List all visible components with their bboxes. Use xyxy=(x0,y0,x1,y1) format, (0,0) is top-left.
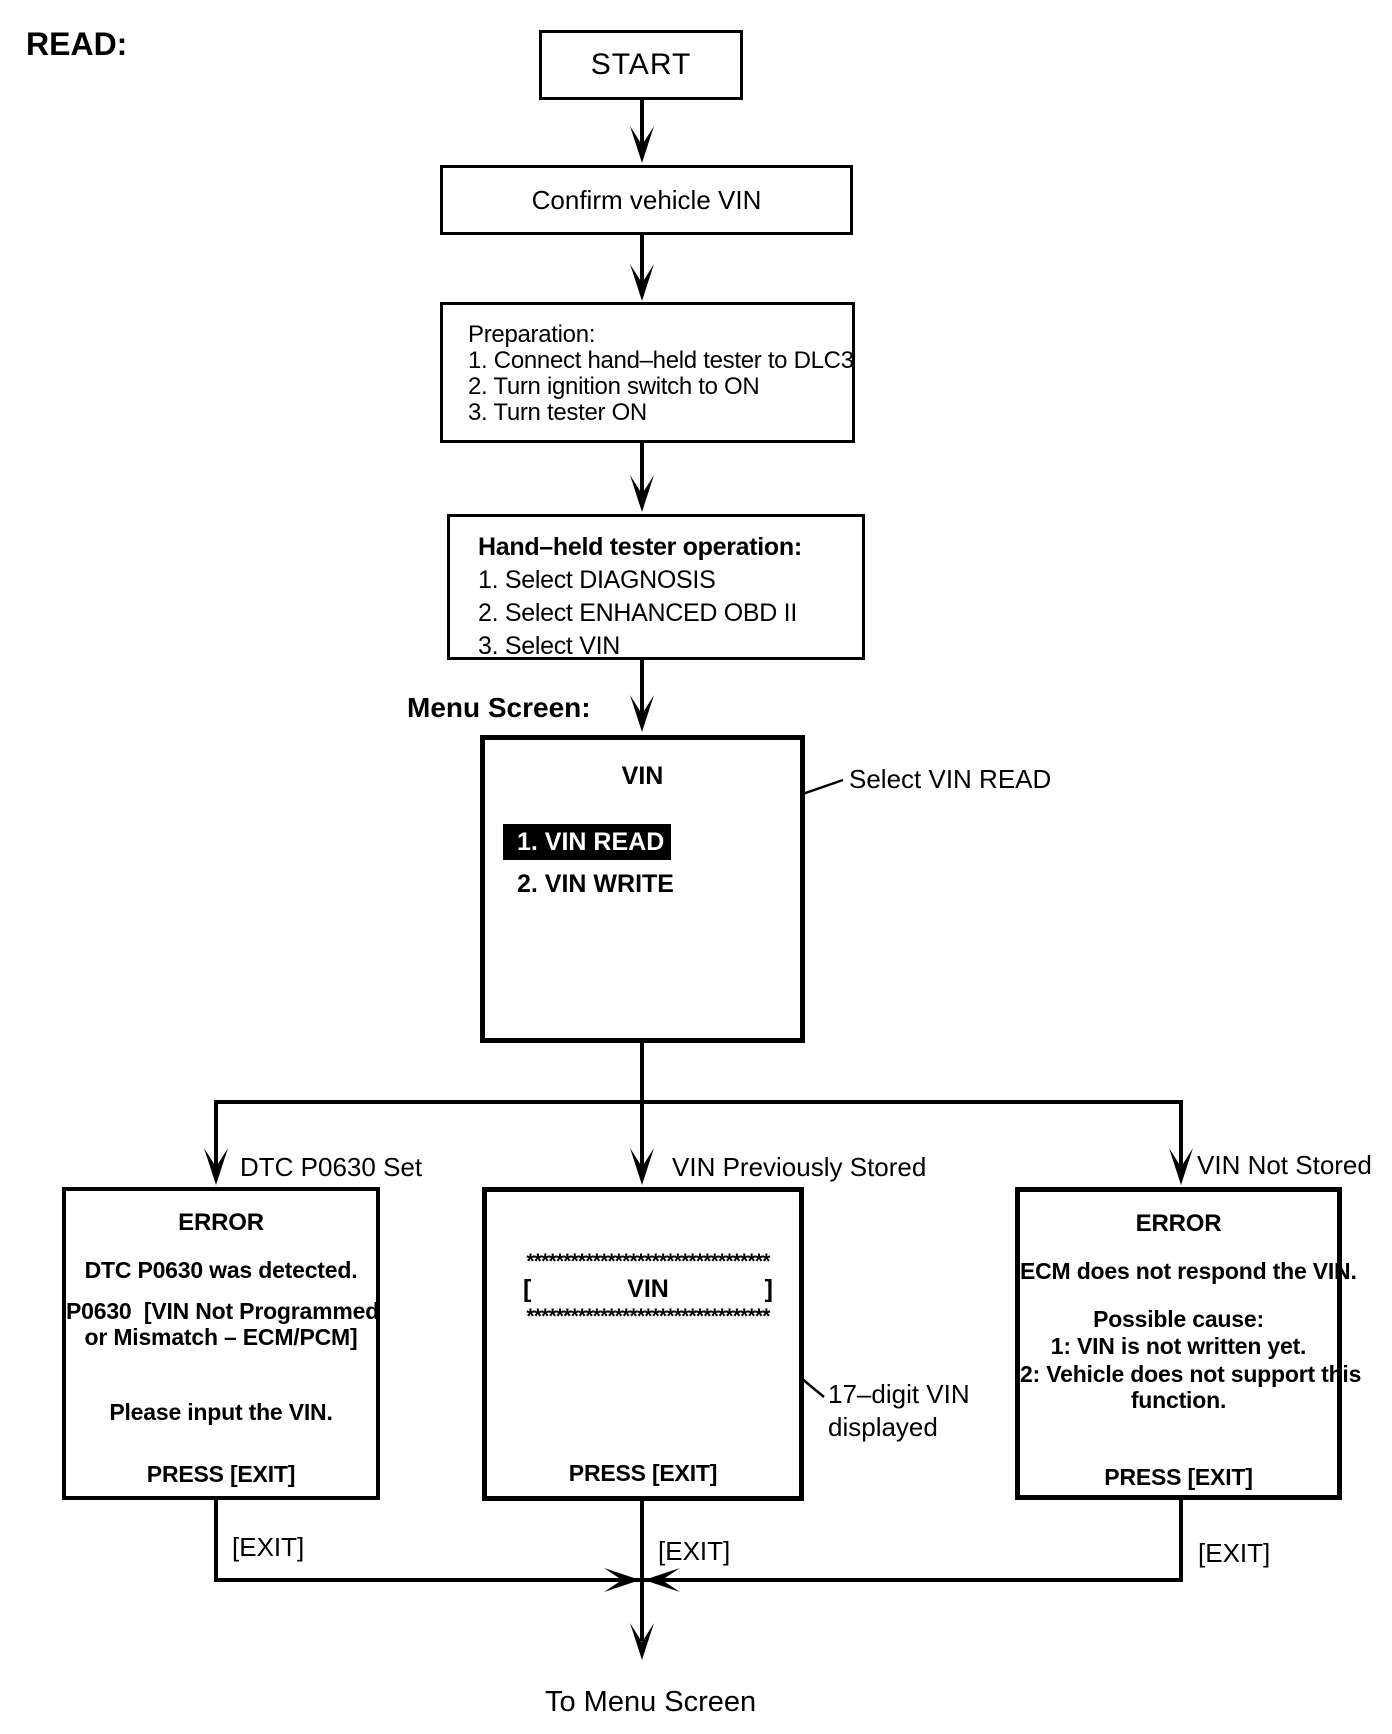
press-exit-label: PRESS [EXIT] xyxy=(568,1460,718,1486)
press-exit-label: PRESS [EXIT] xyxy=(146,1461,296,1487)
error-line: 1: VIN is not written yet. xyxy=(1050,1333,1307,1359)
error-line: Please input the VIN. xyxy=(109,1399,333,1425)
error-line: or Mismatch – ECM/PCM] xyxy=(84,1324,358,1350)
asterisk-row: ********************************* xyxy=(526,1250,770,1273)
start-node: START xyxy=(539,30,743,100)
tester-operation-title: Hand–held tester operation: xyxy=(478,533,802,561)
branch-label-vin-not-stored: VIN Not Stored xyxy=(1197,1150,1372,1180)
error-dtc-p0630-box: ERROR DTC P0630 was detected. P0630 [VIN… xyxy=(62,1187,380,1500)
vin-displayed-box: ********************************* [ VIN … xyxy=(482,1187,804,1501)
preparation-step: 2. Turn ignition switch to ON xyxy=(468,373,760,400)
error-line: ECM does not respond the VIN. xyxy=(1020,1258,1357,1284)
confirm-vin-node: Confirm vehicle VIN xyxy=(440,165,853,235)
tester-operation-step: 3. Select VIN xyxy=(478,632,620,660)
bracket-open: [ xyxy=(523,1275,532,1303)
menu-item-vin-read: 1. VIN READ xyxy=(503,824,671,860)
error-ecm-no-response-box: ERROR ECM does not respond the VIN. Poss… xyxy=(1015,1187,1362,1500)
menu-item-vin-write: 2. VIN WRITE xyxy=(517,870,674,898)
vin-digits-callout-line: 17–digit VIN xyxy=(828,1379,970,1409)
vin-display-row: [ VIN ] xyxy=(523,1275,773,1304)
preparation-title: Preparation: xyxy=(468,321,596,348)
error-line: Possible cause: xyxy=(1093,1306,1264,1332)
tester-operation-step: 1. Select DIAGNOSIS xyxy=(478,566,716,594)
press-exit-label: PRESS [EXIT] xyxy=(1104,1464,1253,1490)
vin-digits-callout: 17–digit VIN displayed xyxy=(828,1378,970,1444)
vin-value-label: VIN xyxy=(627,1275,669,1303)
branch-label-vin-previously-stored: VIN Previously Stored xyxy=(672,1152,927,1182)
vin-menu-title: VIN xyxy=(621,762,664,790)
start-label: START xyxy=(590,48,692,81)
bracket-close: ] xyxy=(764,1275,773,1303)
select-vin-read-callout: Select VIN READ xyxy=(849,764,1052,794)
exit-edge-label-right: [EXIT] xyxy=(1198,1538,1271,1568)
error-line: P0630 [VIN Not Programmed xyxy=(66,1298,380,1324)
error-line: function. xyxy=(1130,1387,1227,1413)
error-line: DTC P0630 was detected. xyxy=(84,1257,358,1283)
error-title: ERROR xyxy=(1135,1210,1222,1237)
error-title: ERROR xyxy=(178,1209,264,1236)
page-title: READ: xyxy=(26,26,128,62)
preparation-step: 1. Connect hand–held tester to DLC3 xyxy=(468,347,854,374)
branch-label-dtc-p0630-set: DTC P0630 Set xyxy=(240,1152,423,1182)
arrowheads xyxy=(204,126,1193,1660)
vin-digits-callout-line: displayed xyxy=(828,1412,938,1442)
to-menu-screen-label: To Menu Screen xyxy=(545,1686,757,1718)
preparation-node: Preparation: 1. Connect hand–held tester… xyxy=(440,302,855,443)
tester-operation-step: 2. Select ENHANCED OBD II xyxy=(478,599,797,627)
vin-menu-screen: VIN 1. VIN READ 2. VIN WRITE xyxy=(480,735,805,1043)
exit-edge-label-middle: [EXIT] xyxy=(658,1536,731,1566)
preparation-step: 3. Turn tester ON xyxy=(468,399,647,426)
exit-edge-label-left: [EXIT] xyxy=(232,1532,305,1562)
tester-operation-node: Hand–held tester operation: 1. Select DI… xyxy=(447,514,865,660)
confirm-vin-label: Confirm vehicle VIN xyxy=(531,184,762,215)
asterisk-row: ********************************* xyxy=(526,1305,770,1328)
menu-screen-label: Menu Screen: xyxy=(407,692,591,723)
error-line: 2: Vehicle does not support this xyxy=(1020,1361,1362,1387)
